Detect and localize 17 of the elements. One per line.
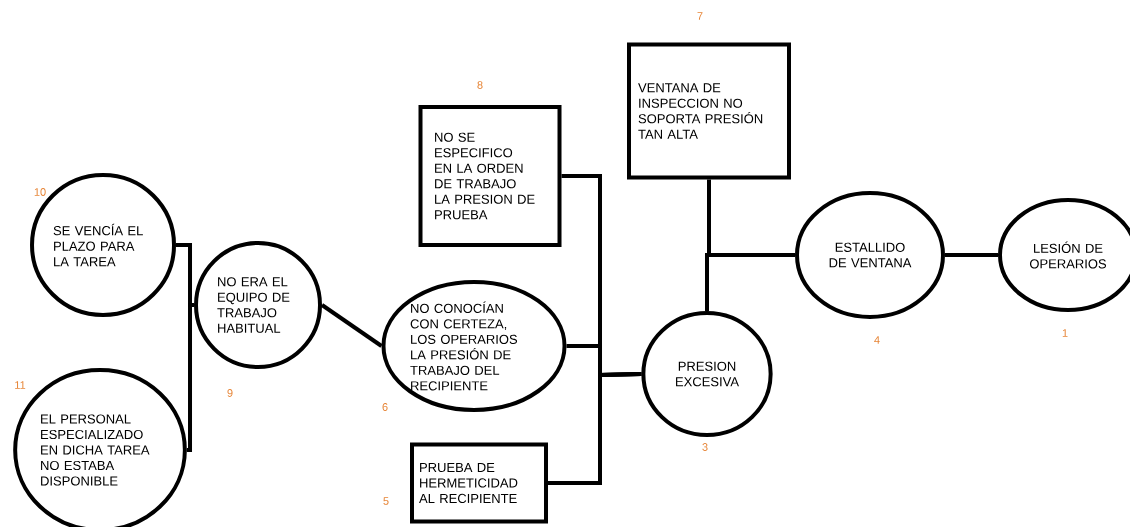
text-box: PRUEBA DE HERMETICIDAD AL RECIPIENTE	[410, 442, 548, 524]
node-number: 10	[34, 188, 46, 196]
text-box: NO SE ESPECIFICO EN LA ORDEN DE TRABAJO LA PRESION DE PRUEBA	[418, 105, 562, 247]
node-number: 4	[874, 336, 880, 344]
connector-line	[548, 372, 642, 485]
node-number: 8	[477, 81, 483, 89]
connector-line	[945, 253, 998, 257]
connector-line	[705, 253, 795, 311]
connector-line	[320, 303, 383, 348]
node-number: 11	[15, 381, 26, 389]
node-number: 3	[702, 443, 708, 451]
node-number: 5	[383, 497, 389, 505]
node-number: 7	[697, 12, 703, 20]
node-number: 1	[1062, 329, 1068, 337]
node-number: 9	[227, 389, 233, 397]
text-box: VENTANA DE INSPECCION NO SOPORTA PRESIÓN TAN ALTA	[627, 42, 791, 180]
node-number: 6	[382, 403, 388, 411]
